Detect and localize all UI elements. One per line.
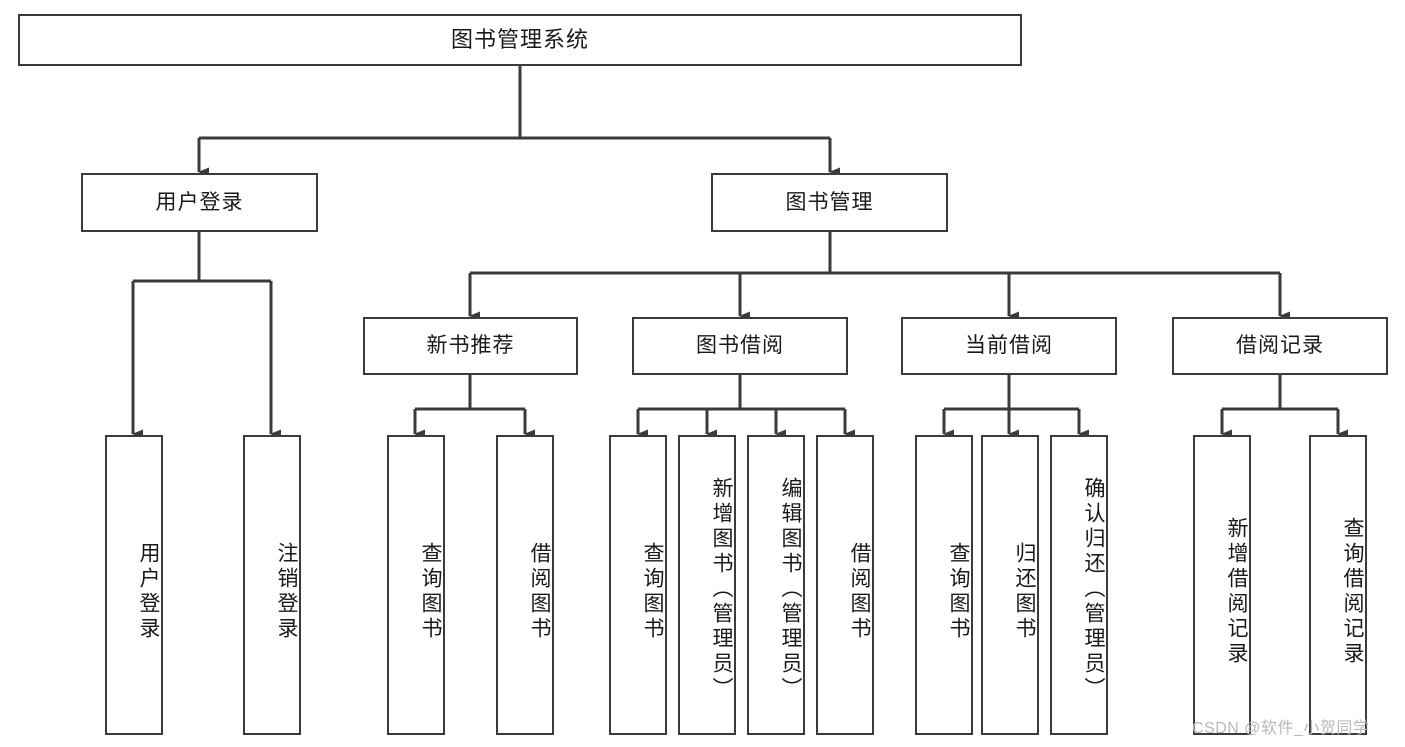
leaf-new-book-query-book[interactable]: 查询图书 (387, 435, 445, 735)
node-label: 查询借阅记录 (1341, 517, 1364, 667)
node-label: 归还图书 (1013, 542, 1036, 642)
leaf-new-book-borrow-book[interactable]: 借阅图书 (496, 435, 554, 735)
csdn-watermark: CSDN @软件_小贺同学 (1192, 720, 1370, 737)
node-label: 当前借阅 (965, 334, 1053, 358)
node-label: 图书管理系统 (450, 26, 589, 52)
node-root-book-management-system[interactable]: 图书管理系统 (18, 14, 1022, 66)
node-label: 借阅记录 (1236, 334, 1324, 358)
node-label: 用户登录 (155, 190, 244, 214)
leaf-book-borrow-borrow-book[interactable]: 借阅图书 (816, 435, 874, 735)
node-borrow-record[interactable]: 借阅记录 (1172, 317, 1388, 375)
leaf-current-borrow-confirm-return-admin[interactable]: 确认归还（管理员） (1050, 435, 1108, 735)
node-user-login[interactable]: 用户登录 (81, 173, 318, 232)
node-label: 注销登录 (275, 542, 298, 642)
node-label: 新增图书（管理员） (710, 476, 733, 702)
node-new-book-recommend[interactable]: 新书推荐 (363, 317, 578, 375)
leaf-book-borrow-edit-book-admin[interactable]: 编辑图书（管理员） (747, 435, 805, 735)
node-label: 图书借阅 (696, 334, 784, 358)
leaf-current-borrow-query-book[interactable]: 查询图书 (915, 435, 973, 735)
node-book-management[interactable]: 图书管理 (711, 173, 948, 232)
leaf-borrow-record-query-record[interactable]: 查询借阅记录 (1309, 435, 1367, 735)
node-label: 确认归还（管理员） (1082, 476, 1105, 702)
node-label: 借阅图书 (528, 542, 551, 642)
leaf-user-login-login[interactable]: 用户登录 (105, 435, 163, 735)
leaf-book-borrow-query-book[interactable]: 查询图书 (609, 435, 667, 735)
leaf-user-login-logout[interactable]: 注销登录 (243, 435, 301, 735)
node-label: 图书管理 (785, 190, 874, 214)
leaf-borrow-record-add-record[interactable]: 新增借阅记录 (1193, 435, 1251, 735)
leaf-current-borrow-return-book[interactable]: 归还图书 (981, 435, 1039, 735)
node-label: 新书推荐 (426, 334, 515, 358)
leaf-book-borrow-add-book-admin[interactable]: 新增图书（管理员） (678, 435, 736, 735)
node-label: 查询图书 (419, 542, 442, 642)
node-book-borrow[interactable]: 图书借阅 (632, 317, 848, 375)
node-label: 查询图书 (947, 542, 970, 642)
node-label: 用户登录 (137, 542, 160, 642)
node-label: 新增借阅记录 (1225, 517, 1248, 667)
node-label: 查询图书 (641, 542, 664, 642)
node-current-borrow[interactable]: 当前借阅 (901, 317, 1117, 375)
node-label: 编辑图书（管理员） (779, 476, 802, 702)
node-label: 借阅图书 (848, 542, 871, 642)
